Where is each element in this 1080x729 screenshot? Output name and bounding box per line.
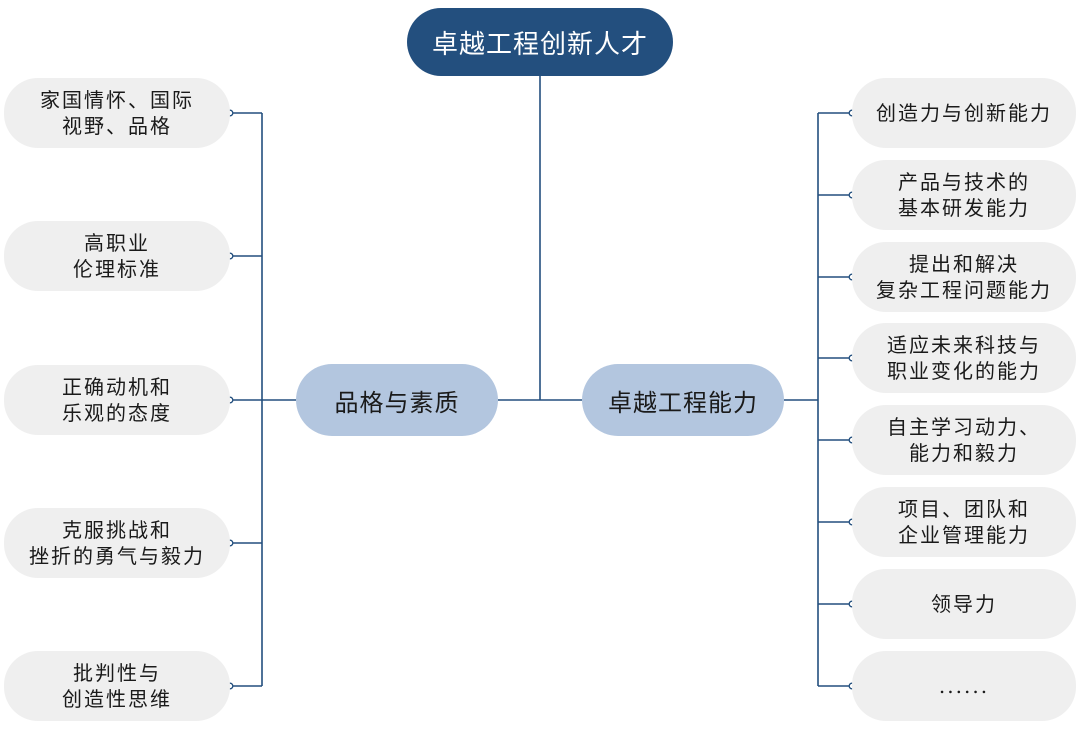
right-leaf-node: ...... [852,651,1076,721]
right-leaf-label: 领导力 [931,592,997,616]
right-leaf-label: 创造力与创新能力 [876,101,1052,125]
right-leaf-node: 自主学习动力、 能力和毅力 [852,405,1076,475]
right-leaf-label: 适应未来科技与 职业变化的能力 [887,333,1041,383]
left-branch-label: 品格与素质 [334,388,460,417]
right-leaf-node: 产品与技术的 基本研发能力 [852,160,1076,230]
left-leaf-label: 批判性与 创造性思维 [62,661,172,711]
right-leaf-label: 提出和解决 复杂工程问题能力 [876,252,1052,302]
right-branch-label: 卓越工程能力 [608,388,758,417]
left-leaf-node: 克服挑战和 挫折的勇气与毅力 [4,508,230,578]
left-leaf-node: 高职业 伦理标准 [4,221,230,291]
left-leaf-node: 正确动机和 乐观的态度 [4,365,230,435]
root-label: 卓越工程创新人才 [431,29,648,60]
right-leaf-label: ...... [938,674,990,698]
right-leaf-label: 项目、团队和 企业管理能力 [898,497,1030,547]
left-leaf-label: 正确动机和 乐观的态度 [62,375,172,425]
left-leaf-node: 批判性与 创造性思维 [4,651,230,721]
left-leaf-label: 高职业 伦理标准 [73,231,161,281]
left-leaf-label: 家国情怀、国际 视野、品格 [40,88,194,138]
right-branch-node: 卓越工程能力 [582,364,784,436]
right-leaf-node: 领导力 [852,569,1076,639]
left-branch-node: 品格与素质 [296,364,498,436]
right-leaf-label: 自主学习动力、 能力和毅力 [887,415,1041,465]
right-leaf-label: 产品与技术的 基本研发能力 [898,170,1030,220]
root-node: 卓越工程创新人才 [407,8,673,76]
left-leaf-node: 家国情怀、国际 视野、品格 [4,78,230,148]
right-leaf-node: 创造力与创新能力 [852,78,1076,148]
left-leaf-label: 克服挑战和 挫折的勇气与毅力 [29,518,205,568]
right-leaf-node: 项目、团队和 企业管理能力 [852,487,1076,557]
right-leaf-node: 适应未来科技与 职业变化的能力 [852,323,1076,393]
right-leaf-node: 提出和解决 复杂工程问题能力 [852,242,1076,312]
